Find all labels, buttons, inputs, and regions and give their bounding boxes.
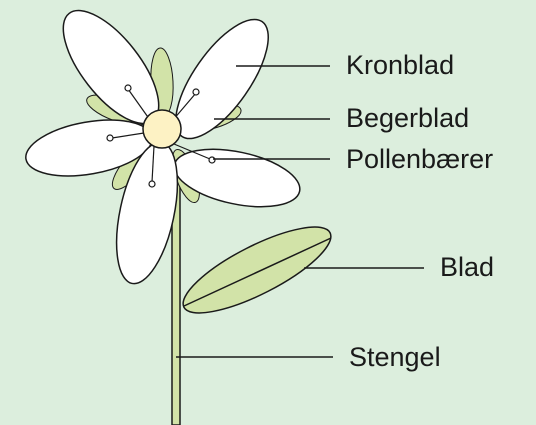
label-stengel: Stengel bbox=[349, 344, 441, 371]
anther bbox=[149, 181, 155, 187]
anther bbox=[107, 135, 113, 141]
label-blad: Blad bbox=[440, 254, 494, 281]
label-begerblad: Begerblad bbox=[346, 105, 469, 132]
leaf bbox=[173, 211, 341, 328]
anther bbox=[125, 85, 131, 91]
label-pollenbaerer: Pollenbærer bbox=[346, 146, 493, 173]
label-kronblad: Kronblad bbox=[346, 52, 454, 79]
anther bbox=[209, 157, 215, 163]
flower-center bbox=[143, 110, 181, 148]
anther bbox=[193, 89, 199, 95]
